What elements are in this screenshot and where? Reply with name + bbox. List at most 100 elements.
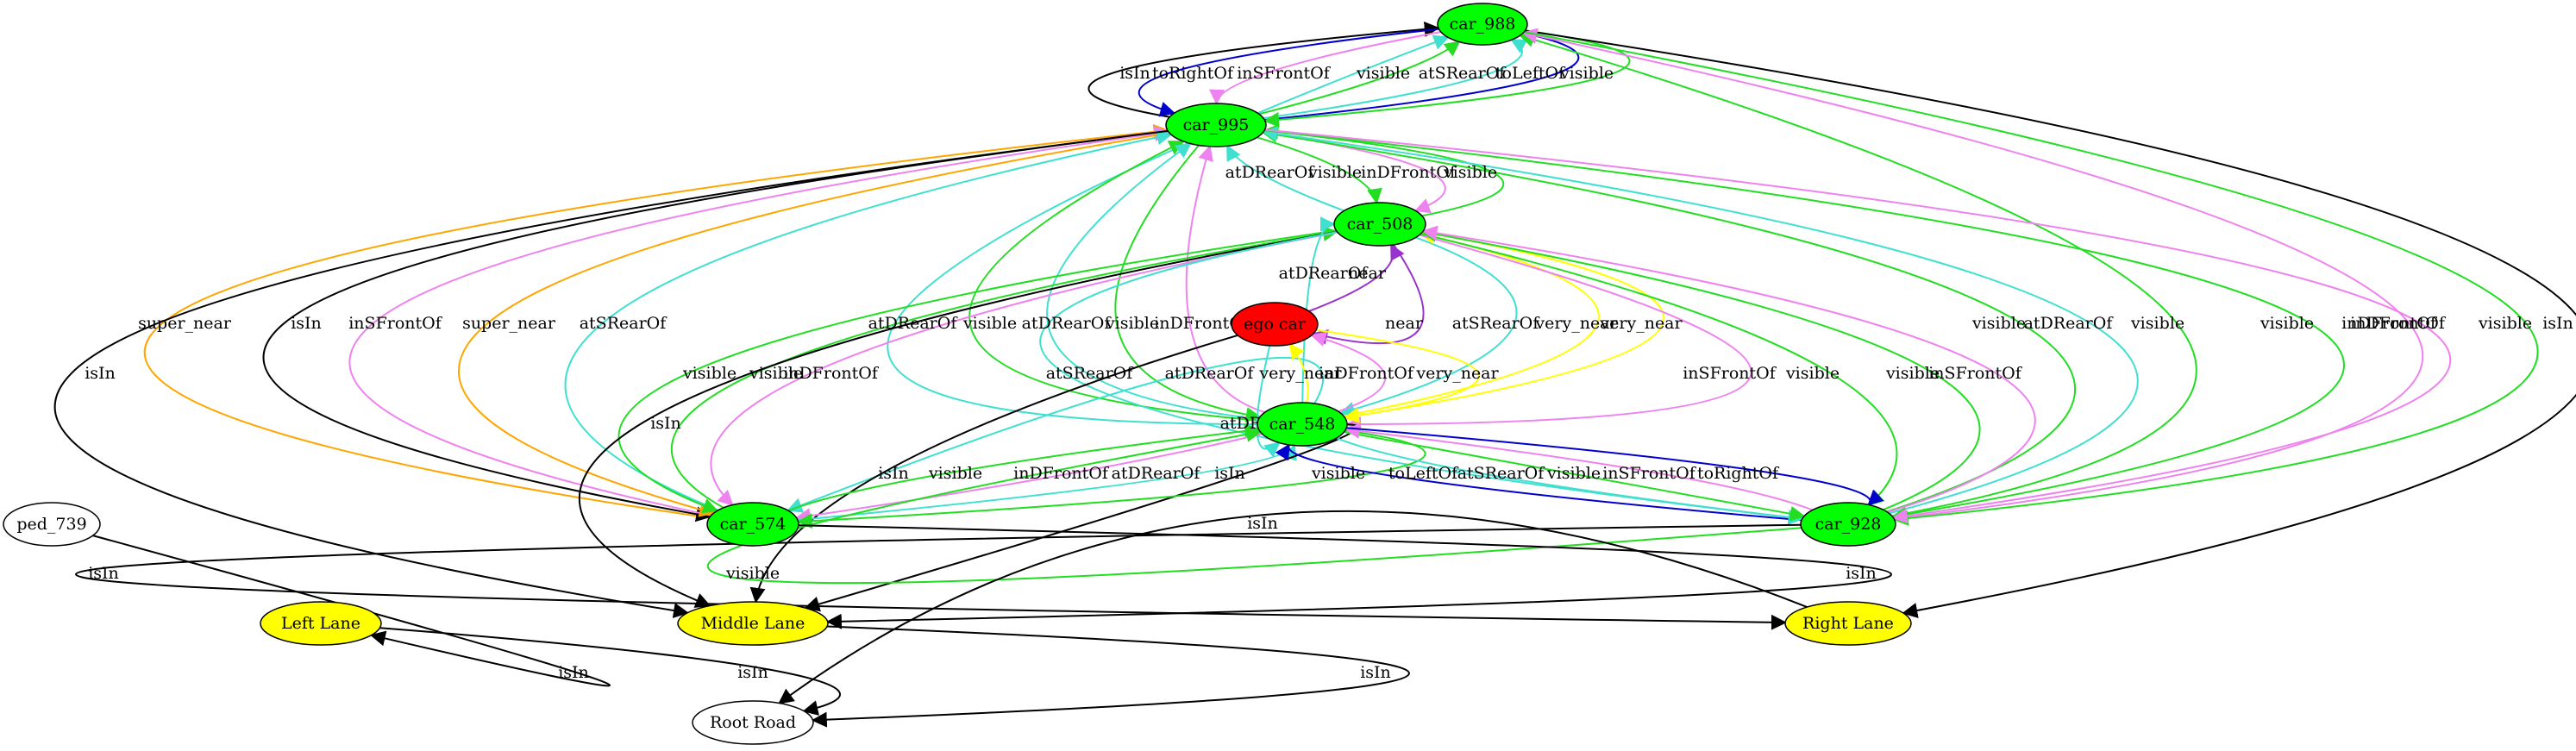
node-label: car_995 bbox=[1183, 116, 1250, 135]
edge-label: visible bbox=[1971, 314, 2026, 333]
edge-label: visible bbox=[928, 464, 982, 483]
edge-label: inDFrontOf bbox=[2341, 314, 2438, 333]
edge-label: isIn bbox=[88, 564, 119, 583]
edge-car_928-car_548-inSFrontOf bbox=[1344, 422, 1813, 511]
node-shape bbox=[1165, 103, 1267, 147]
edge-label: isIn bbox=[85, 364, 116, 383]
edge-middle_lane-root_road-isIn bbox=[811, 625, 1410, 728]
edge-car_928-right_lane-isIn bbox=[75, 523, 1802, 630]
edge-car_548-car_995-visible bbox=[968, 141, 1258, 422]
edge-car_548-car_508-atDRearOf bbox=[1301, 216, 1336, 404]
node-label: ped_739 bbox=[16, 515, 86, 534]
node-shape bbox=[3, 502, 101, 547]
edge-label: inSFrontOf bbox=[1602, 464, 1696, 483]
edge-car_574-car_995-atSRearOf bbox=[564, 129, 1173, 511]
edge-car_928-car_988-visible bbox=[1518, 32, 2197, 517]
node-label: Middle Lane bbox=[701, 614, 805, 633]
edge-car_995-car_988-atSRearOf bbox=[1263, 39, 1528, 120]
edge-car_995-car_928-inDFrontOf bbox=[1264, 128, 2452, 524]
edge-label: atDRearOf bbox=[2024, 314, 2115, 333]
edge-car_508-car_548-very_near bbox=[1343, 230, 1665, 423]
edge-ego_car-middle_lane-isIn bbox=[749, 334, 1238, 604]
node-shape bbox=[1257, 402, 1348, 447]
edge-car_995-car_928-visible bbox=[1264, 129, 2346, 523]
node-car-574: car_574 bbox=[706, 502, 799, 547]
edge-ped_739-left_lane-isIn bbox=[92, 535, 611, 687]
edge-car_995-car_988-visible bbox=[1258, 41, 1461, 116]
edge-car_574-car_995-super_near bbox=[143, 123, 1169, 519]
edge-label: toRightOf bbox=[1152, 64, 1235, 83]
edge-label: inDFrontOf bbox=[1319, 364, 1415, 383]
node-label: Left Lane bbox=[281, 614, 360, 633]
node-shape bbox=[1437, 3, 1528, 46]
edge-car_508-car_574-inDFrontOf bbox=[710, 231, 1338, 506]
node-car-928: car_928 bbox=[1800, 502, 1896, 547]
edge-car_548-car_995-inDFrontOf bbox=[1185, 145, 1265, 414]
edge-label: visible bbox=[1105, 314, 1159, 333]
edge-car_548-car_928-atSRearOf bbox=[1336, 437, 1804, 525]
edge-label: super_near bbox=[138, 314, 232, 333]
node-label: car_508 bbox=[1347, 215, 1413, 234]
edge-label: isIn bbox=[650, 414, 681, 433]
edge-car_548-car_995-atDRearOf bbox=[1046, 142, 1259, 421]
edge-car_574-car_548-visible bbox=[787, 422, 1261, 512]
node-car-995: car_995 bbox=[1165, 103, 1267, 147]
edges-layer bbox=[53, 21, 2576, 728]
edge-label: isIn bbox=[737, 663, 768, 682]
edge-label: visible bbox=[1307, 163, 1362, 182]
node-shape bbox=[706, 502, 799, 547]
edge-car_928-car_548-toLeftOf bbox=[1275, 443, 1802, 522]
edge-ego_car-car_548-very_near bbox=[1315, 329, 1480, 423]
edge-label: visible bbox=[1885, 364, 1940, 383]
node-label: car_548 bbox=[1269, 415, 1336, 434]
edge-label: isIn bbox=[1119, 64, 1150, 83]
edge-car_548-ego_car-very_near bbox=[1288, 342, 1309, 404]
edge-label: visible bbox=[1356, 64, 1410, 83]
node-label: Root Road bbox=[710, 713, 796, 732]
edge-car_988-right_lane-isIn bbox=[1525, 29, 2576, 618]
node-shape bbox=[260, 601, 382, 646]
edge-label: inDFrontOf bbox=[1361, 163, 1457, 182]
edge-label: very_near bbox=[1534, 314, 1618, 333]
edge-label: visible bbox=[2130, 314, 2184, 333]
edge-label: visible bbox=[1546, 464, 1601, 483]
edge-label: isIn bbox=[2542, 314, 2573, 333]
node-shape bbox=[692, 700, 814, 745]
edge-car_508-car_548-inSFrontOf bbox=[1345, 234, 1752, 432]
edge-car_508-middle_lane-isIn bbox=[579, 230, 1338, 608]
edge-label: inSFrontOf bbox=[1928, 364, 2022, 383]
node-label: Right Lane bbox=[1802, 614, 1894, 633]
edge-label: inSFrontOf bbox=[1683, 364, 1777, 383]
edge-car_995-car_988-toLeftOf bbox=[1264, 28, 1580, 122]
edge-label: atSRearOf bbox=[1457, 464, 1546, 483]
edge-label: isIn bbox=[291, 314, 322, 333]
edge-car_508-car_928-atSRearOf bbox=[1039, 231, 1804, 525]
edge-label: isIn bbox=[1846, 564, 1877, 583]
edge-left_lane-root_road-isIn bbox=[379, 627, 842, 716]
edge-label: inDFrontOf bbox=[1154, 314, 1250, 333]
edge-label: isIn bbox=[1214, 464, 1245, 483]
edge-car_995-car_574-super_near bbox=[458, 132, 1170, 517]
edge-car_548-car_928-visible bbox=[1344, 431, 1806, 522]
node-shape bbox=[1784, 601, 1912, 646]
edge-car_988-car_995-inSFrontOf bbox=[1209, 31, 1441, 105]
edge-label: toLeftOf bbox=[1495, 64, 1566, 83]
edge-car_988-car_995-toRightOf bbox=[1138, 28, 1439, 117]
edge-label: atDRearOf bbox=[1279, 264, 1369, 283]
edge-right_lane-root_road-isIn bbox=[778, 510, 1808, 704]
edge-label: inSFrontOf bbox=[348, 314, 442, 333]
node-shape bbox=[1231, 302, 1319, 347]
edge-label: very_near bbox=[1599, 314, 1683, 333]
node-label: ego car bbox=[1244, 315, 1307, 334]
node-shape bbox=[1333, 202, 1426, 247]
edge-car_995-car_508-visible bbox=[1257, 136, 1382, 204]
edge-ego_car-car_508-near bbox=[1308, 243, 1405, 312]
node-ped-739: ped_739 bbox=[3, 502, 101, 547]
edge-car_928-car_995-visible bbox=[1261, 127, 2076, 513]
node-car-508: car_508 bbox=[1333, 202, 1426, 247]
edge-label: inDFrontOf bbox=[2350, 314, 2447, 333]
edge-car_508-car_574-visible bbox=[617, 229, 1337, 514]
edge-label: toRightOf bbox=[1697, 464, 1780, 483]
edge-car_548-car_574-inDFrontOf bbox=[794, 433, 1263, 524]
